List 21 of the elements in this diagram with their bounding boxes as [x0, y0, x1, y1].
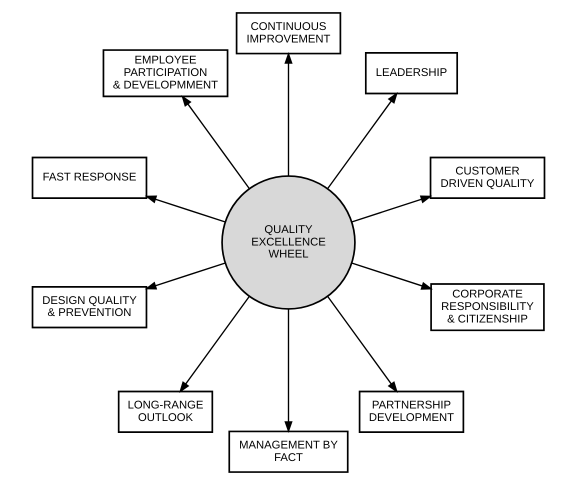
node-box: CORPORATE RESPONSIBILITY & CITIZENSHIP: [430, 283, 544, 332]
node-box: EMPLOYEE PARTICIPATION & DEVELOPMMENT: [102, 49, 228, 98]
arrow: [178, 296, 250, 394]
node-box: LONG-RANGE OUTLOOK: [117, 390, 213, 433]
node-box: CONTINUOUS IMPROVEMENT: [235, 12, 341, 54]
arrow: [351, 262, 432, 290]
arrow: [326, 92, 398, 189]
node-box: FAST RESPONSE: [31, 156, 147, 199]
node-circle: QUALITY EXCELLENCE WHEEL: [220, 175, 356, 310]
arrow: [326, 296, 398, 394]
node-box: PARTNERSHIP DEVELOPMENT: [358, 390, 464, 433]
node-box: LEADERSHIP: [364, 52, 458, 94]
node-box: CUSTOMER DRIVEN QUALITY: [429, 156, 545, 199]
arrow: [180, 94, 250, 189]
arrow: [284, 52, 292, 176]
node-box: DESIGN QUALITY & PREVENTION: [31, 286, 147, 328]
node-box: MANAGEMENT BY FACT: [228, 430, 348, 473]
arrow: [144, 196, 225, 222]
arrow: [284, 309, 292, 434]
arrow: [144, 262, 225, 290]
arrow: [351, 196, 432, 222]
